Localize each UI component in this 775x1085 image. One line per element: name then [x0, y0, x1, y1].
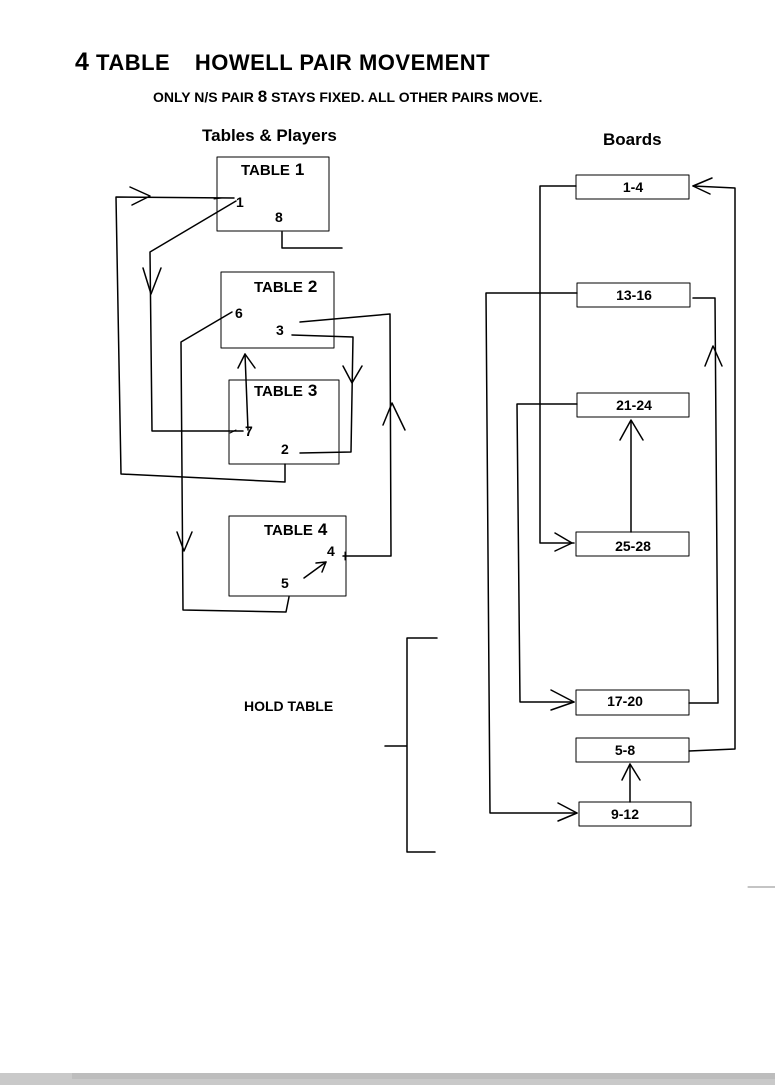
board-path-13-16-to-9-12	[485, 292, 578, 814]
board-box-5-8	[575, 737, 690, 763]
table-2-pair-ew: 6	[235, 305, 243, 321]
arrow-right-icon	[129, 186, 151, 206]
hold-table-bracket	[384, 637, 438, 853]
arrow-right-icon	[557, 802, 578, 822]
board-box-21-24	[576, 392, 690, 418]
table-1-box	[216, 156, 330, 232]
board-box-25-28	[575, 531, 690, 557]
title-howell-pair: HOWELL PAIR	[194, 50, 353, 75]
board-label-9-12: 9-12	[610, 806, 640, 822]
title-number: 4	[75, 48, 90, 76]
tables-players-heading: Tables & Players	[202, 126, 337, 145]
table-2-label-text: TABLE	[254, 279, 303, 296]
board-path-17-20-to-13-16	[688, 297, 719, 704]
table-1-number: 1	[294, 160, 305, 179]
arrow-upright-icon	[315, 561, 327, 573]
subtitle: ONLY N/S PAIR 8 STAYS FIXED. ALL OTHER P…	[153, 87, 542, 107]
arrow-right-icon	[550, 689, 575, 711]
path-2-to-4	[180, 311, 290, 613]
arrow-up-icon	[704, 345, 723, 367]
path-3-to-2	[244, 353, 249, 431]
board-box-9-12	[578, 801, 692, 827]
title-movement: MOVEMENT	[358, 50, 491, 75]
board-label-1-4: 1-4	[622, 179, 644, 195]
path-1-to-3	[149, 200, 244, 432]
subtitle-post: STAYS FIXED. ALL OTHER PAIRS MOVE.	[271, 89, 543, 105]
board-box-1-4	[575, 174, 690, 200]
board-path-21-24-to-17-20	[516, 403, 578, 703]
title-word-table: TABLE	[96, 50, 171, 75]
table-3-pair-ns: 2	[281, 441, 289, 457]
table-1-pair-ew: 1	[236, 194, 244, 210]
board-path-1-4-to-25-28	[539, 185, 577, 544]
table-1-pair-ns: 8	[275, 209, 283, 225]
hold-table-label: HOLD TABLE	[244, 698, 334, 714]
subtitle-pre: ONLY N/S PAIR	[153, 89, 254, 105]
table-4-pair-ns: 5	[281, 575, 289, 591]
path-2-to-3	[291, 334, 354, 454]
arrow-right-icon	[554, 532, 573, 552]
bottom-border-inner	[72, 1073, 775, 1079]
fixed-pair-stub	[281, 231, 343, 249]
arrow-down-icon	[176, 531, 193, 552]
board-label-17-20: 17-20	[607, 693, 643, 709]
path-4-to-2	[299, 313, 392, 557]
table-2-number: 2	[307, 277, 318, 296]
table-2-pair-ns: 3	[276, 322, 284, 338]
table-4-pair-ew: 4	[327, 543, 335, 559]
path-3-to-1	[115, 196, 286, 483]
arrow-left-icon	[692, 177, 713, 195]
board-label-13-16: 13-16	[616, 287, 652, 303]
page-title: 4 TABLE HOWELL PAIR MOVEMENT	[75, 48, 490, 77]
table-3-pair-ew: 7	[245, 423, 253, 439]
board-label-25-28: 25-28	[615, 538, 651, 554]
table-3-label-text: TABLE	[254, 383, 303, 400]
table-2-box	[220, 271, 335, 349]
table-4-label-text: TABLE	[264, 522, 313, 539]
board-movement-lines	[485, 177, 736, 822]
path-5-to-4	[303, 561, 327, 579]
arrow-down-icon	[342, 365, 363, 384]
board-label-5-8: 5-8	[614, 742, 636, 758]
player-movement-lines	[115, 186, 406, 613]
board-box-13-16	[576, 282, 691, 308]
arrow-up-icon	[621, 763, 641, 781]
table-4-number: 4	[317, 520, 328, 539]
table-1-label-text: TABLE	[241, 162, 290, 179]
board-path-5-8-to-1-4	[688, 185, 736, 752]
board-label-21-24: 21-24	[616, 397, 652, 413]
arrow-up-icon	[382, 402, 406, 431]
arrow-up-icon	[619, 419, 644, 441]
arrow-down-icon	[142, 267, 162, 295]
subtitle-pair-number: 8	[257, 87, 268, 106]
boards-heading: Boards	[603, 130, 662, 149]
arrow-up-icon	[237, 353, 256, 369]
table-3-box	[228, 379, 340, 465]
table-3-number: 3	[307, 381, 318, 400]
